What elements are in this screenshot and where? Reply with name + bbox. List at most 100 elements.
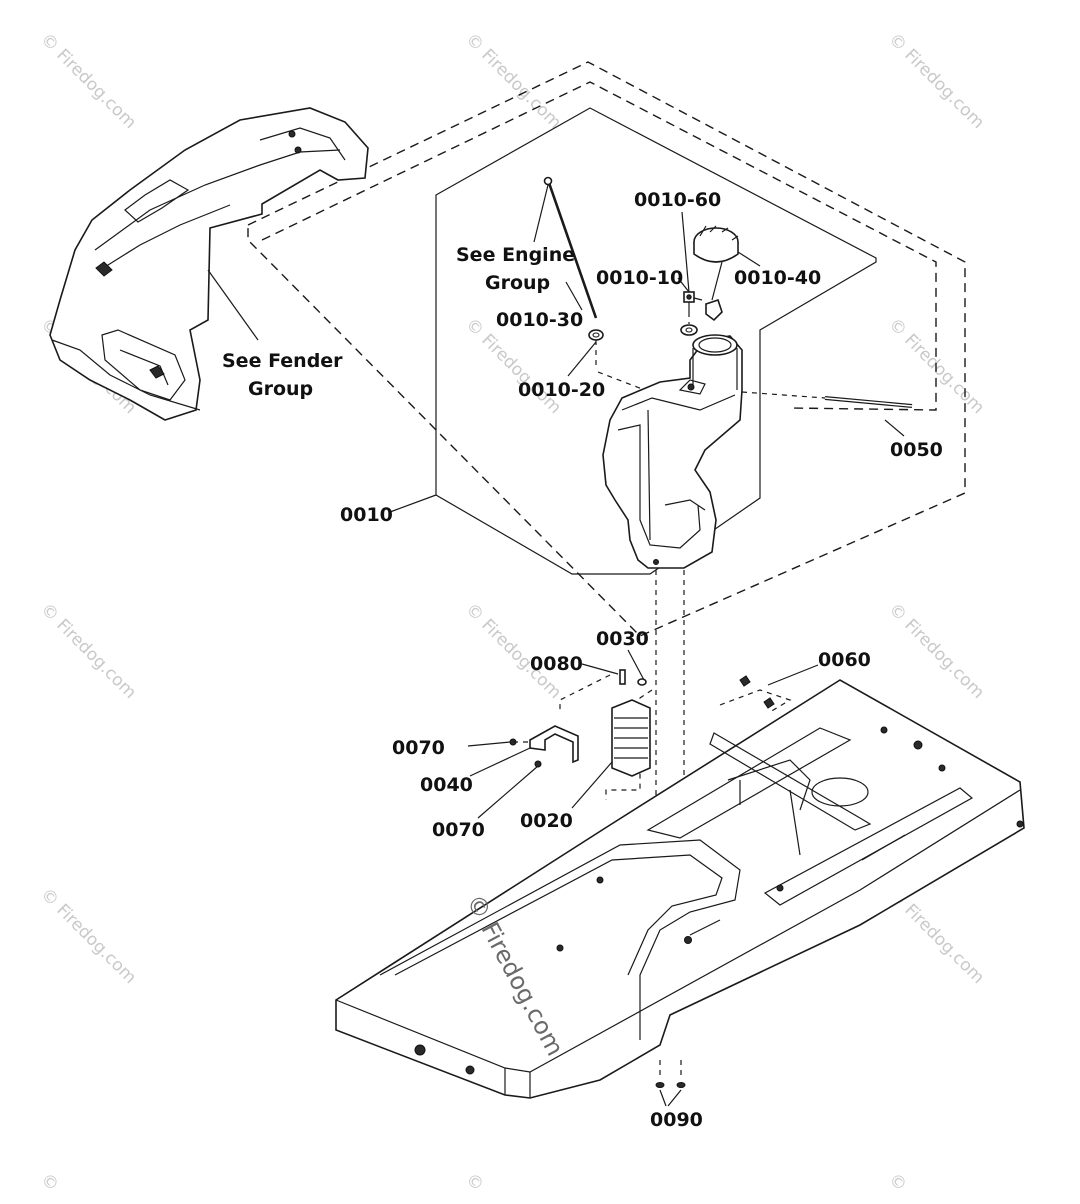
fender-cup-inner bbox=[119, 349, 169, 386]
bolts-0060 bbox=[739, 675, 775, 709]
frame-hole bbox=[684, 936, 692, 944]
watermark-text: © Firedog.com bbox=[884, 29, 988, 133]
frame-hole bbox=[776, 884, 784, 892]
filter-assembly bbox=[611, 669, 651, 777]
frame-hole bbox=[1016, 820, 1024, 828]
label-see-engine-group: Group bbox=[485, 272, 550, 294]
bolt-0060 bbox=[763, 697, 775, 709]
frame-crossbar bbox=[709, 732, 872, 831]
label-see-fender-group: Group bbox=[248, 378, 313, 400]
callout-labels: See Engine Group See Fender Group 0010-6… bbox=[222, 189, 943, 1131]
leader-0060 bbox=[767, 664, 819, 686]
leader-lines bbox=[207, 184, 905, 1107]
fuel-tank-side-seam bbox=[617, 424, 701, 549]
fuel-tank-outlet bbox=[653, 559, 659, 565]
leader-see-engine bbox=[533, 184, 549, 243]
screw-0070 bbox=[534, 760, 542, 768]
fender-lower-edge bbox=[51, 339, 201, 411]
label-0010-40: 0010-40 bbox=[734, 267, 821, 289]
fender-bolt bbox=[294, 146, 302, 154]
frame-hole bbox=[414, 1044, 426, 1056]
label-see-fender: See Fender bbox=[222, 350, 343, 372]
fender-rear-ridge bbox=[259, 127, 346, 161]
fender-ridge-2 bbox=[99, 204, 231, 271]
fuel-tank-neck-sides bbox=[692, 348, 738, 390]
group-outlines bbox=[247, 61, 966, 637]
dashed-outline-outer bbox=[247, 61, 966, 637]
leader-0010-60 bbox=[681, 211, 690, 293]
fuel-filter-ribs bbox=[614, 717, 648, 759]
fitting-0080 bbox=[619, 669, 626, 685]
frame-corner bbox=[504, 1068, 531, 1098]
vent-valve-nipple bbox=[693, 297, 703, 301]
fender-body bbox=[49, 107, 369, 421]
fender-bolt bbox=[288, 130, 296, 138]
label-0070-lower: 0070 bbox=[432, 819, 485, 841]
watermark-text: © Firedog.com bbox=[461, 599, 565, 703]
label-0010-10: 0010-10 bbox=[596, 267, 683, 289]
leader-0010-40 bbox=[737, 251, 761, 267]
frame-bracket bbox=[727, 759, 811, 856]
fuel-tank-neck-inner bbox=[698, 337, 732, 353]
leader-0010-20 bbox=[567, 341, 597, 377]
dipstick-handle bbox=[543, 176, 553, 186]
fuel-tank-part bbox=[602, 334, 743, 569]
fender-console-recess bbox=[124, 179, 190, 223]
leader-0090 bbox=[667, 1089, 682, 1107]
label-0010-20: 0010-20 bbox=[518, 379, 605, 401]
dipstick-part bbox=[543, 176, 651, 393]
label-0010: 0010 bbox=[340, 504, 393, 526]
dipstick-rod bbox=[546, 179, 598, 319]
dashed-outline-inner bbox=[261, 81, 937, 411]
fender-clip bbox=[95, 261, 113, 277]
fuel-tank-rib bbox=[647, 409, 651, 541]
label-0090: 0090 bbox=[650, 1109, 703, 1131]
bolt-0060 bbox=[739, 675, 751, 687]
dipstick-rod-highlight bbox=[552, 179, 601, 317]
fuel-tank-seam bbox=[621, 394, 736, 411]
fender-ridge bbox=[94, 149, 341, 251]
label-0070-upper: 0070 bbox=[392, 737, 445, 759]
fuel-tank-vent-port bbox=[687, 383, 695, 391]
fender-cup-recess bbox=[101, 329, 186, 401]
hose-0050-inner bbox=[824, 397, 913, 407]
foot-0090 bbox=[676, 1082, 686, 1088]
leader-0080 bbox=[581, 663, 619, 675]
label-0040: 0040 bbox=[420, 774, 473, 796]
fender-part bbox=[49, 107, 369, 421]
leader-0030 bbox=[627, 649, 645, 681]
fuel-tank-lower-rib bbox=[664, 499, 706, 511]
filter-routing bbox=[559, 674, 611, 710]
feet-0090 bbox=[655, 1082, 686, 1088]
fender-clip bbox=[149, 365, 165, 379]
fuel-cap-grips bbox=[699, 225, 739, 241]
frame-hole bbox=[938, 764, 946, 772]
fuel-tank-body bbox=[602, 335, 743, 569]
frame-hole bbox=[596, 876, 604, 884]
routing-lines bbox=[559, 570, 792, 1080]
leader-0010-10 bbox=[677, 277, 690, 293]
frame-hole bbox=[913, 740, 923, 750]
leader-0090 bbox=[659, 1089, 667, 1107]
frame-slots-small bbox=[689, 834, 906, 936]
grommet-hole bbox=[592, 332, 600, 338]
bracket-assembly bbox=[509, 725, 579, 768]
frame-cutout bbox=[379, 839, 741, 1040]
vent-part bbox=[680, 291, 703, 336]
grommet-hole bbox=[685, 327, 693, 333]
label-see-engine: See Engine bbox=[456, 244, 575, 266]
label-0080: 0080 bbox=[530, 653, 583, 675]
clip-0030 bbox=[637, 678, 647, 686]
leader-0020 bbox=[571, 761, 613, 809]
fuel-cap-part bbox=[693, 225, 739, 322]
hose-routing bbox=[741, 391, 826, 399]
frame-hole bbox=[465, 1065, 475, 1075]
fuel-tank-vent-boss bbox=[678, 379, 706, 395]
bracket-0040 bbox=[529, 725, 579, 764]
label-0060: 0060 bbox=[818, 649, 871, 671]
label-0030: 0030 bbox=[596, 628, 649, 650]
label-0020: 0020 bbox=[520, 810, 573, 832]
label-0050: 0050 bbox=[890, 439, 943, 461]
